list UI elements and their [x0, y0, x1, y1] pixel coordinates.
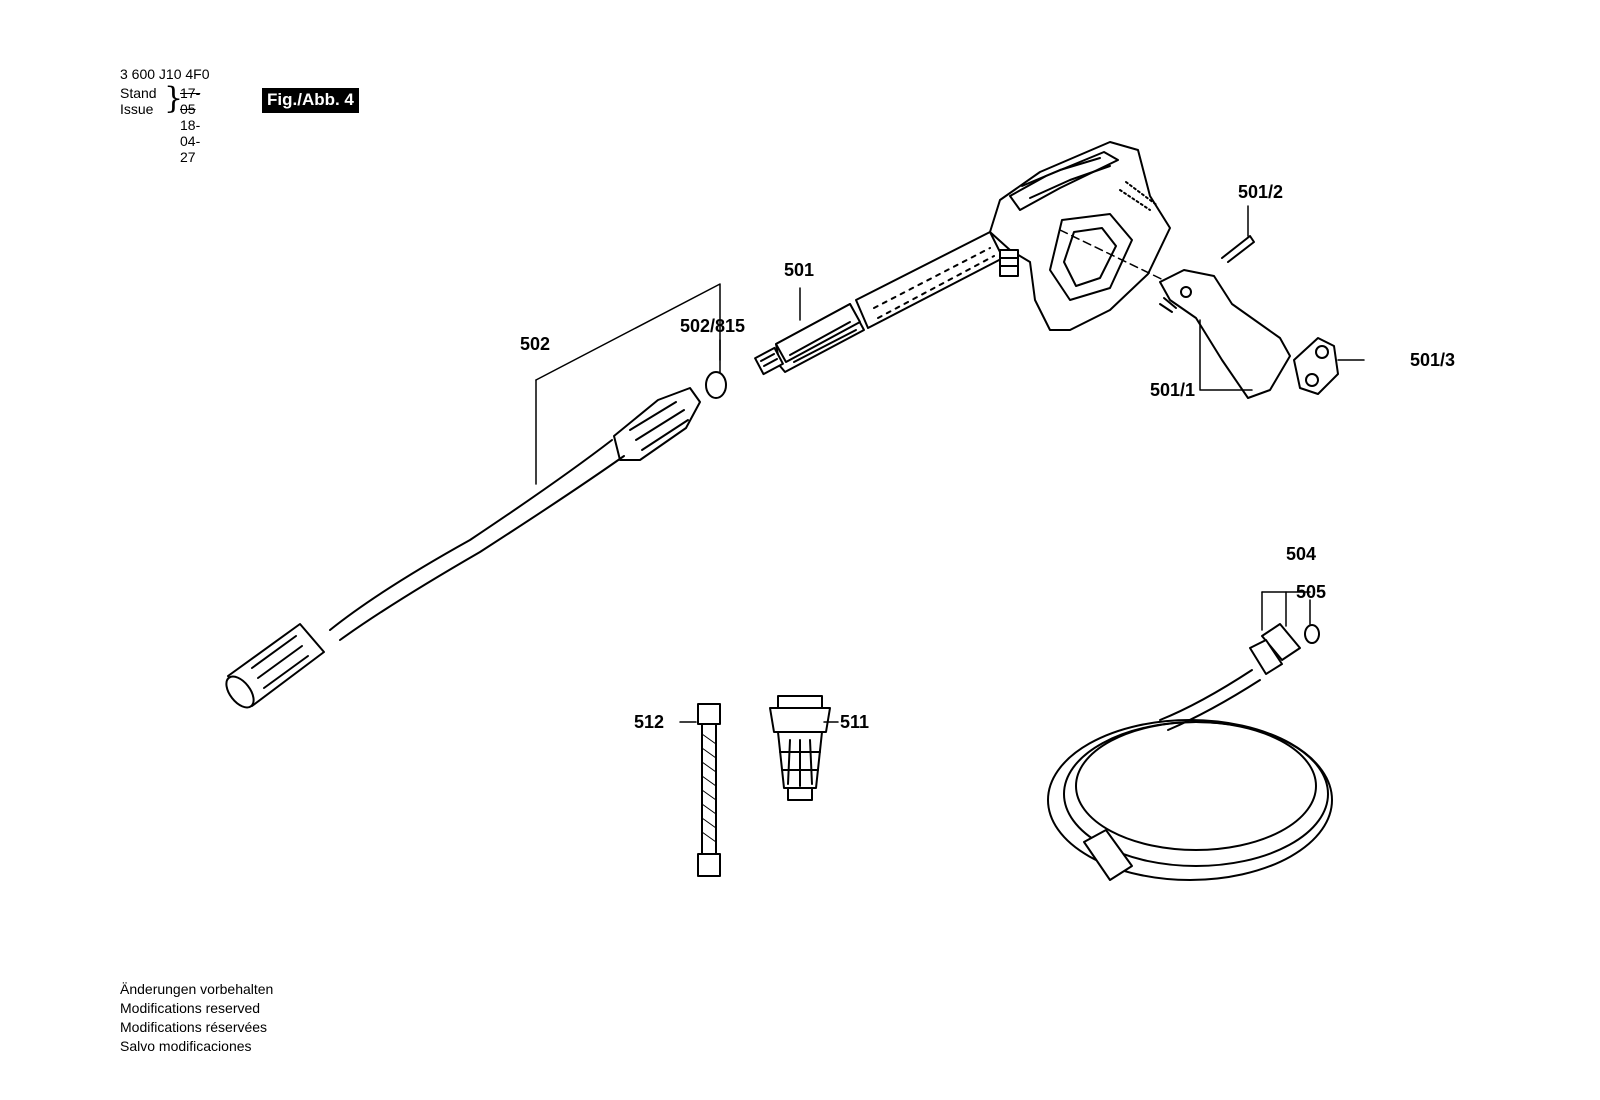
modifications-notice: Änderungen vorbehalten Modifications res…: [120, 980, 273, 1056]
part-label-501-3: 501/3: [1410, 350, 1455, 370]
part-label-501: 501: [784, 260, 814, 280]
seal-ring-drawing: [1304, 624, 1320, 644]
spray-gun-drawing: [754, 141, 1181, 376]
stand-date: 17-05: [180, 85, 201, 117]
stand-label: Stand: [120, 85, 157, 101]
high-pressure-hose-drawing: [1047, 623, 1333, 881]
notice-english: Modifications reserved: [120, 1000, 261, 1016]
document-header: 3 600 J10 4F0 Stand Issue } 17-05 18-04-…: [120, 66, 210, 166]
part-label-511: 511: [840, 712, 869, 732]
notice-french: Modifications réservées: [120, 1019, 268, 1035]
stand-issue-dates: 17-05 18-04-27: [180, 85, 210, 165]
spring-drawing: [1221, 235, 1255, 263]
document-number: 3 600 J10 4F0: [120, 66, 210, 82]
notice-spanish: Salvo modificaciones: [120, 1038, 252, 1054]
part-label-502-815: 502/815: [680, 316, 745, 336]
part-label-504: 504: [1286, 544, 1316, 564]
trigger-drawing: [1159, 269, 1291, 399]
brace-icon: }: [164, 81, 184, 116]
stand-issue-labels: Stand Issue: [120, 85, 157, 117]
part-label-512: 512: [634, 712, 664, 732]
hose-adapter-drawing: [697, 703, 721, 877]
stand-issue-block: Stand Issue } 17-05 18-04-27: [120, 81, 210, 166]
o-ring-drawing: [705, 371, 727, 399]
part-label-501-2: 501/2: [1238, 182, 1283, 202]
issue-date: 18-04-27: [180, 117, 201, 165]
lock-clip-drawing: [1293, 337, 1339, 395]
water-filter-drawing: [769, 695, 831, 801]
lance-drawing: [225, 387, 701, 709]
leader-lines: [535, 205, 1365, 723]
part-label-502: 502: [520, 334, 550, 354]
part-label-501-1: 501/1: [1150, 380, 1195, 400]
figure-label: Fig./Abb. 4: [262, 88, 359, 113]
notice-german: Änderungen vorbehalten: [120, 981, 274, 997]
part-label-505: 505: [1296, 582, 1326, 602]
issue-label: Issue: [120, 101, 154, 117]
